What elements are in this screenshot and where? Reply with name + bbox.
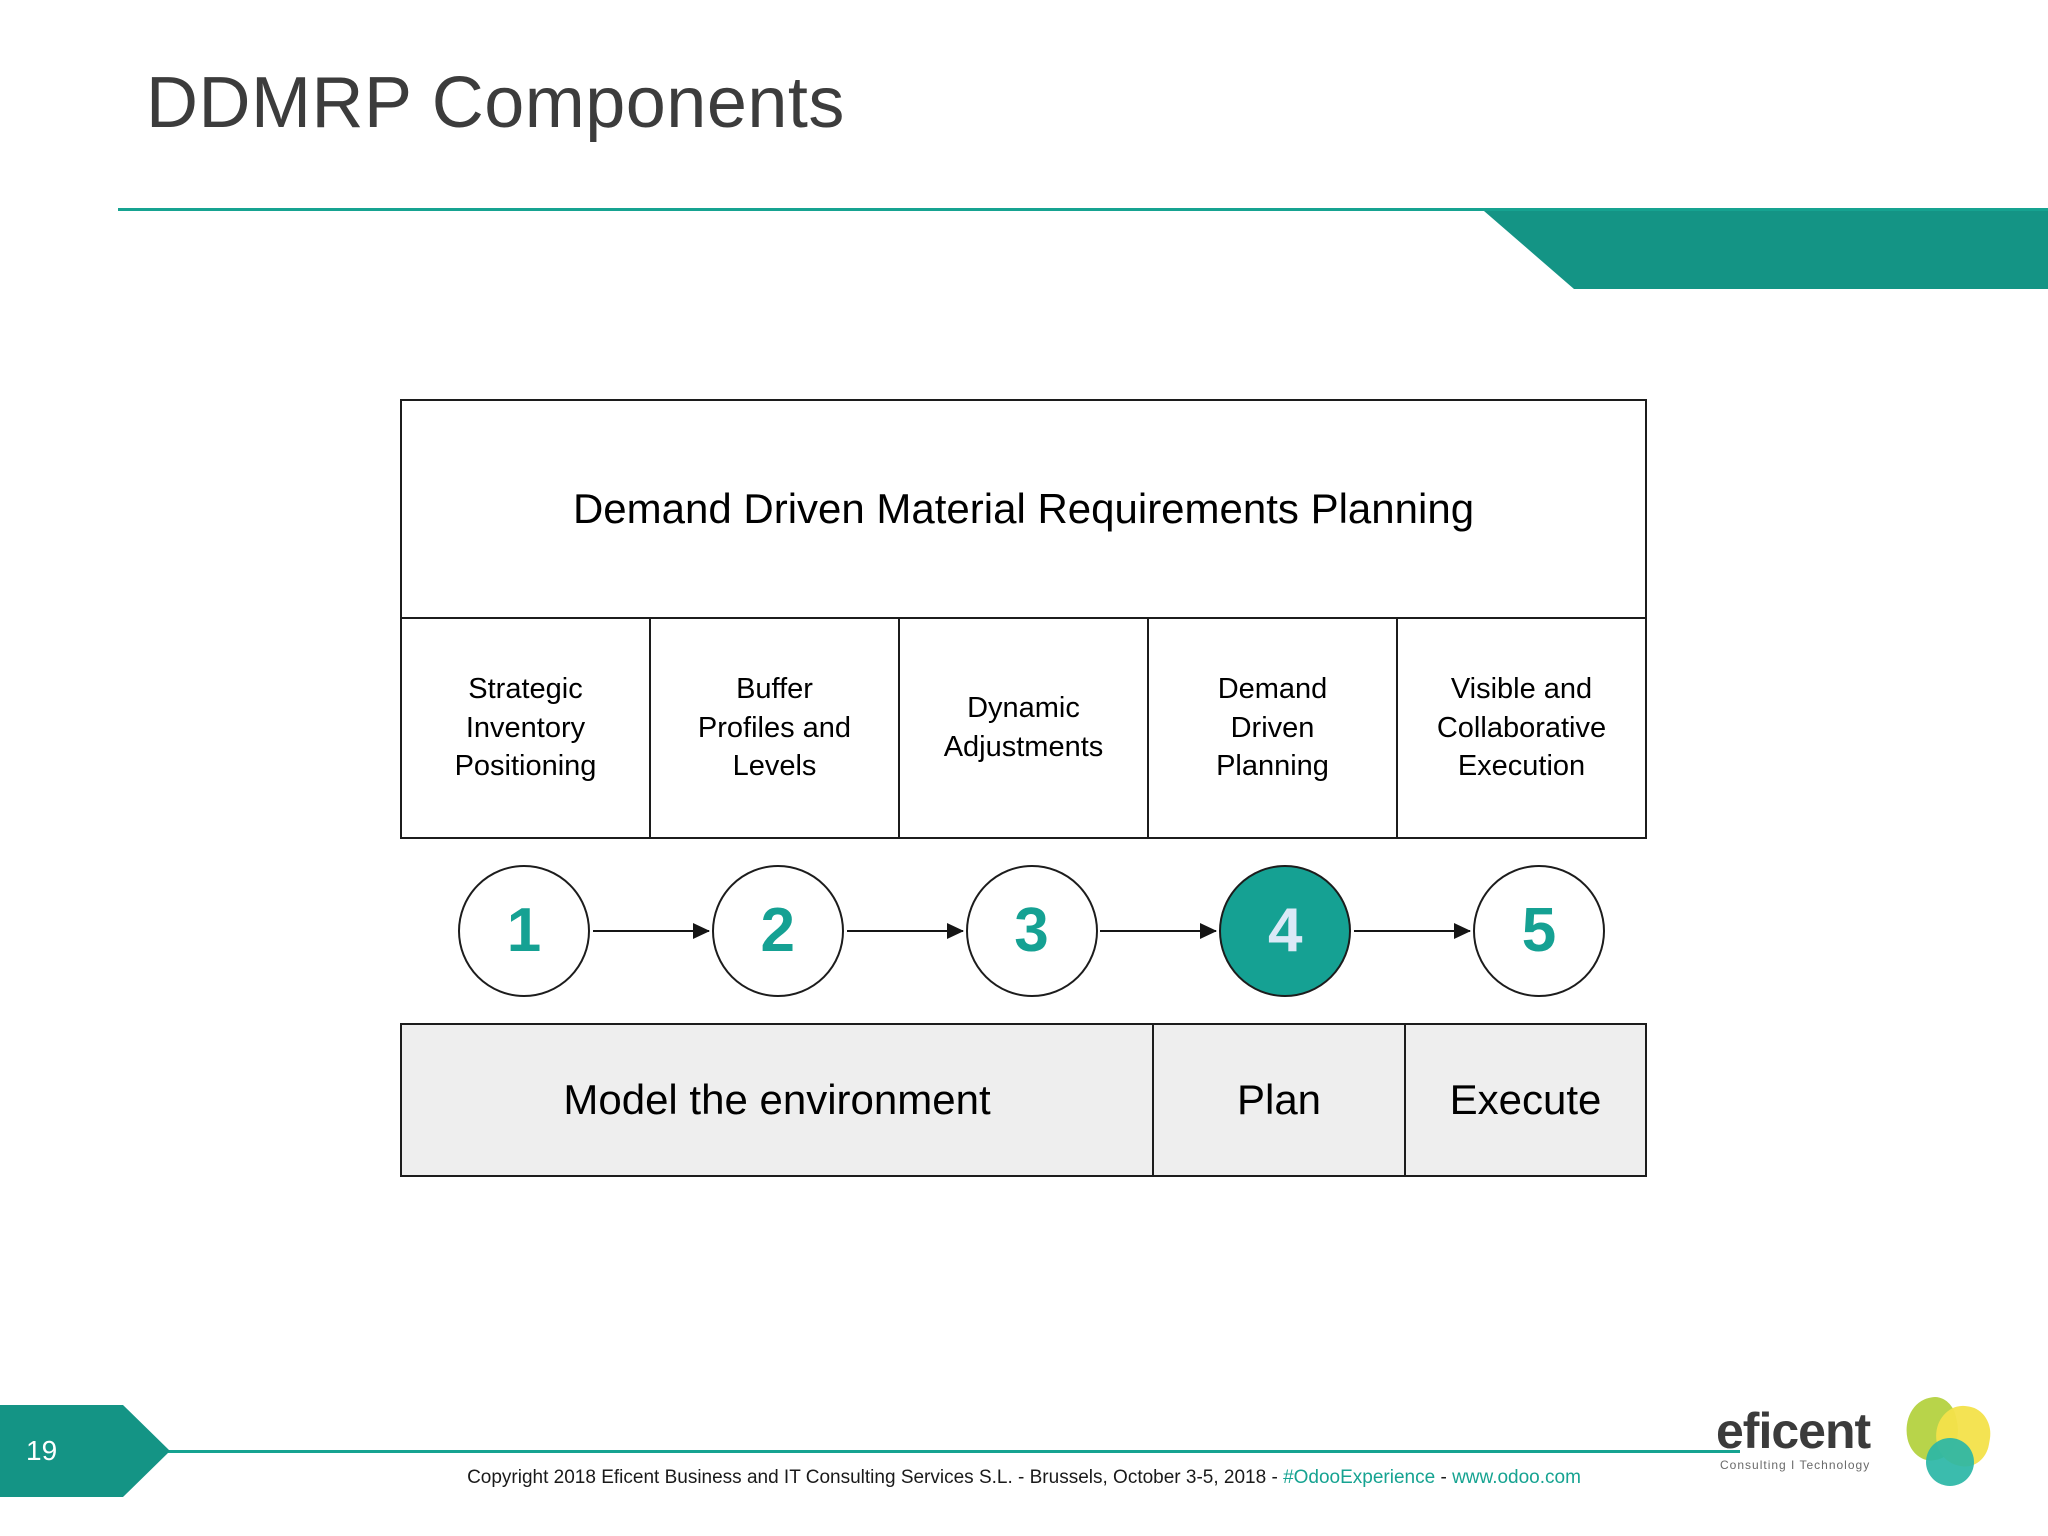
arrow-2-to-3-icon: [846, 923, 964, 939]
step-item-1: 1: [458, 865, 590, 997]
phase-label: Model the environment: [563, 1076, 991, 1123]
leaf-teal-icon: [1926, 1438, 1974, 1486]
logo-tagline: Consulting I Technology: [1720, 1458, 1871, 1472]
phase-model-the-environment[interactable]: Model the environment: [402, 1025, 1152, 1175]
logo-leaves-icon: [1900, 1393, 1996, 1488]
step-circle-2[interactable]: 2: [711, 865, 844, 997]
footer-copyright: Copyright 2018 Eficent Business and IT C…: [0, 1467, 2048, 1489]
phase-bar: Model the environment Plan Execute: [400, 1023, 1647, 1177]
ddmrp-header-row: Demand Driven Material Requirements Plan…: [402, 401, 1645, 619]
page-title: DDMRP Components: [146, 63, 845, 143]
component-line-1: Dynamic: [967, 692, 1080, 725]
arrow-4-to-5-icon: [1354, 923, 1472, 939]
header-divider: [118, 208, 2048, 211]
component-cell-buffer-profiles-and-levels[interactable]: Buffer Profiles and Levels: [649, 619, 898, 837]
step-item-5: 5: [1473, 865, 1605, 997]
component-line-1: Demand: [1217, 673, 1328, 706]
component-line-2: Driven: [1230, 711, 1315, 744]
ddmrp-header-label: Demand Driven Material Requirements Plan…: [572, 485, 1475, 532]
step-circle-3[interactable]: 3: [965, 865, 1098, 997]
ddmrp-components-row: Strategic Inventory Positioning Buffer P…: [402, 619, 1645, 837]
step-sequence: 1 2 3 4 5: [458, 865, 1605, 997]
header-accent-wedge: [1484, 211, 2048, 289]
step-item-4: 4: [1219, 865, 1352, 997]
component-line-1: Buffer: [736, 673, 813, 706]
step-number-4: 4: [1268, 896, 1303, 965]
step-number-1: 1: [506, 896, 542, 965]
footer-separator: -: [1435, 1467, 1453, 1488]
component-line-1: Strategic: [468, 673, 583, 706]
step-circle-1[interactable]: 1: [458, 865, 590, 997]
phase-plan[interactable]: Plan: [1152, 1025, 1404, 1175]
ddmrp-diagram: Demand Driven Material Requirements Plan…: [400, 399, 1647, 1177]
eficent-logo: eficent Consulting I Technology: [1716, 1392, 1996, 1496]
copyright-text: Copyright 2018 Eficent Business and IT C…: [467, 1467, 1284, 1488]
step-number-5: 5: [1521, 896, 1557, 965]
ddmrp-framework-box: Demand Driven Material Requirements Plan…: [400, 399, 1647, 839]
logo-wordmark: eficent: [1716, 1403, 1871, 1459]
component-line-2: Inventory: [465, 711, 586, 744]
step-number-2: 2: [760, 896, 795, 965]
step-circle-4-active[interactable]: 4: [1219, 865, 1352, 997]
component-cell-strategic-inventory-positioning[interactable]: Strategic Inventory Positioning: [402, 619, 649, 837]
step-item-3: 3: [965, 865, 1098, 997]
component-line-3: Levels: [732, 750, 817, 783]
page-number: 19: [26, 1435, 58, 1466]
step-item-2: 2: [711, 865, 844, 997]
component-line-3: Planning: [1216, 750, 1329, 783]
arrow-3-to-4-icon: [1100, 923, 1218, 939]
component-line-1: Visible and: [1450, 673, 1593, 706]
step-circle-5[interactable]: 5: [1473, 865, 1605, 997]
component-line-2: Profiles and: [697, 711, 852, 744]
footer-divider: [0, 1450, 1740, 1453]
component-line-2: Collaborative: [1436, 711, 1607, 744]
step-number-3: 3: [1014, 896, 1049, 965]
component-line-3: Execution: [1457, 750, 1586, 783]
website-link[interactable]: www.odoo.com: [1452, 1467, 1581, 1488]
component-line-3: Positioning: [454, 750, 597, 783]
phase-label: Execute: [1449, 1076, 1602, 1123]
phase-execute[interactable]: Execute: [1404, 1025, 1645, 1175]
arrow-1-to-2-icon: [592, 923, 710, 939]
component-cell-dynamic-adjustments[interactable]: Dynamic Adjustments: [898, 619, 1147, 837]
component-line-2: Adjustments: [943, 731, 1104, 763]
phase-label: Plan: [1236, 1076, 1322, 1123]
component-cell-demand-driven-planning[interactable]: Demand Driven Planning: [1147, 619, 1396, 837]
hashtag-link[interactable]: #OdooExperience: [1283, 1467, 1436, 1488]
component-cell-visible-and-collaborative-execution[interactable]: Visible and Collaborative Execution: [1396, 619, 1645, 837]
